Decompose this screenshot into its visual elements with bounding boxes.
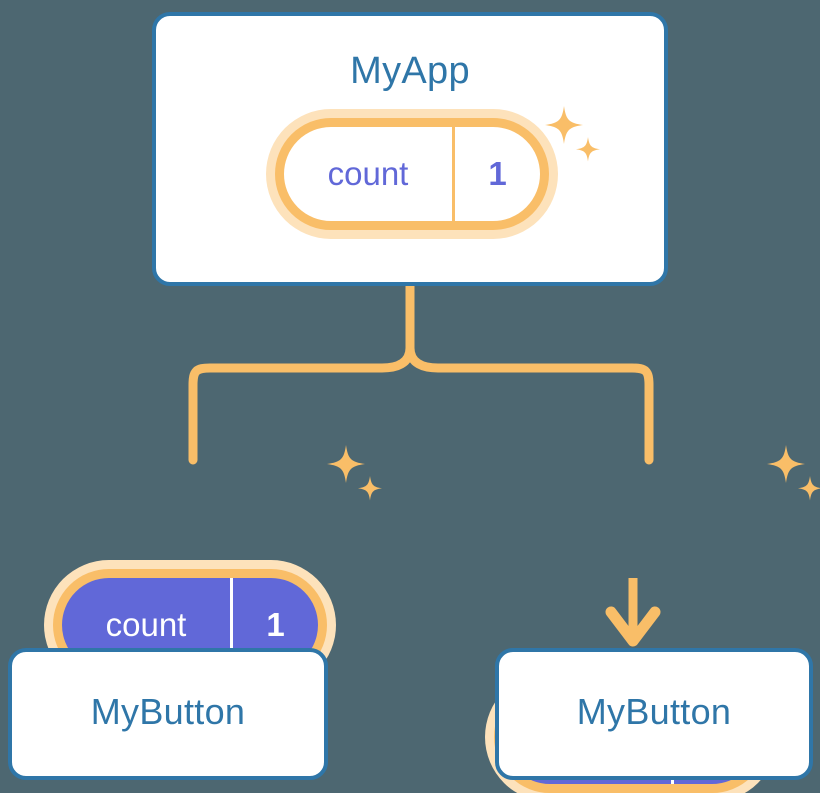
arrow-down-icon-right: [605, 578, 661, 647]
sparkle-four-point-large-icon: [327, 445, 365, 483]
component-title-label: MyButton: [90, 691, 246, 732]
fork-connector-icon: [188, 286, 654, 465]
state-key-label: count: [327, 155, 409, 192]
state-key-label: count: [105, 606, 187, 643]
state-value-label: 1: [488, 155, 507, 192]
pill-divider: [452, 127, 455, 221]
pill-divider: [230, 578, 233, 672]
component-card-mybutton-right[interactable]: MyButton: [495, 648, 813, 780]
diagram-canvas: MyApp count 1 count 1 count 1 MyButton M…: [8, 12, 820, 793]
state-value-label: 1: [266, 606, 285, 643]
sparkle-four-point-small-icon: [358, 476, 382, 501]
state-pill-root[interactable]: count 1: [275, 118, 549, 230]
component-card-mybutton-left[interactable]: MyButton: [8, 648, 328, 780]
component-title-label: MyButton: [576, 691, 732, 732]
sparkle-group-child-right: [767, 445, 820, 501]
page-title: MyApp: [350, 50, 470, 92]
sparkle-four-point-large-icon: [767, 445, 805, 483]
sparkle-group-child-left: [327, 445, 382, 501]
sparkle-four-point-small-icon: [798, 476, 820, 501]
